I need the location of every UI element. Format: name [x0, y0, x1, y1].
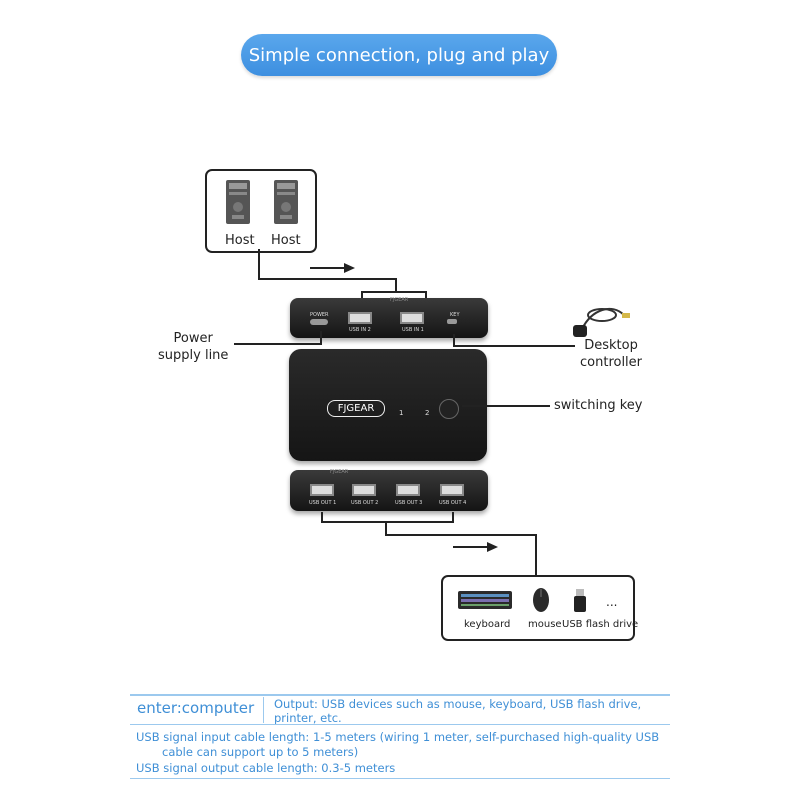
- usb-c-power-port[interactable]: [310, 319, 328, 325]
- keyboard-icon: [458, 591, 512, 609]
- peripherals-box: keyboard mouse USB flash drive ...: [441, 575, 639, 641]
- connector-line: [453, 334, 455, 346]
- usb-out-1-port[interactable]: [310, 484, 334, 496]
- connector-line: [385, 534, 536, 536]
- led-2-label: 2: [425, 409, 430, 417]
- connector-line: [320, 331, 322, 344]
- computer-tower-icon: [274, 180, 298, 224]
- connector-line: [321, 512, 323, 522]
- brand-logo: FJGEAR: [327, 400, 385, 417]
- port-label-out2: USB OUT 2: [351, 500, 379, 506]
- footer-rule-bottom: [130, 778, 670, 779]
- power-supply-label: Power supply line: [158, 331, 229, 363]
- footer-output-text: Output: USB devices such as mouse, keybo…: [274, 697, 642, 725]
- kvm-switch-body: FJGEAR 1 2: [289, 349, 487, 461]
- usb-out-4-port[interactable]: [440, 484, 464, 496]
- peripheral-label-more: ...: [606, 595, 618, 609]
- port-label-out1: USB OUT 1: [309, 500, 337, 506]
- connector-line: [258, 278, 396, 280]
- host-label: Host: [271, 233, 301, 248]
- brand-text: FJGEAR: [337, 403, 375, 414]
- back-strip-text: FJGEAR: [330, 469, 349, 475]
- usb-in-2-port[interactable]: [348, 312, 372, 324]
- peripheral-label-mouse: mouse: [528, 619, 562, 630]
- mouse-icon: [533, 588, 549, 612]
- switching-key-button[interactable]: [439, 399, 459, 419]
- desktop-controller-label: Desktop controller: [580, 338, 643, 370]
- connector-line: [462, 405, 550, 407]
- port-label-key: KEY: [450, 312, 460, 318]
- connector-line: [234, 343, 322, 345]
- connector-line: [453, 345, 575, 347]
- footer-input-length-line1: USB signal input cable length: 1-5 meter…: [136, 730, 660, 744]
- usb-flash-drive-icon: [574, 589, 586, 612]
- footer-rule-mid: [130, 724, 670, 725]
- back-strip-text: FJGEAR: [390, 297, 409, 303]
- connector-line: [361, 291, 426, 293]
- desktop-controller-icon: [573, 307, 630, 337]
- connector-line: [395, 278, 397, 292]
- connector-line: [535, 534, 537, 576]
- switch-front-panel: FJGEAR USB OUT 1 USB OUT 2 USB OUT 3 USB…: [290, 469, 488, 511]
- footer-divider: [263, 697, 264, 723]
- switching-key-label: switching key: [554, 398, 643, 413]
- port-label-out3: USB OUT 3: [395, 500, 423, 506]
- peripheral-label-flash-drive: USB flash drive: [562, 619, 639, 630]
- footer-rule-top: [130, 694, 670, 696]
- computer-tower-icon: [226, 180, 250, 224]
- arrow-right-icon: [453, 542, 498, 552]
- host-box: Host Host: [205, 169, 317, 253]
- footer-output-length: USB signal output cable length: 0.3-5 me…: [136, 761, 396, 775]
- footer-left-title: enter:computer: [137, 699, 255, 717]
- connector-line: [321, 521, 454, 523]
- banner-text: Simple connection, plug and play: [248, 44, 550, 66]
- key-port[interactable]: [447, 319, 457, 324]
- title-banner: Simple connection, plug and play: [241, 34, 557, 76]
- led-1-label: 1: [399, 409, 404, 417]
- port-label-out4: USB OUT 4: [439, 500, 467, 506]
- switch-back-panel: FJGEAR POWER USB IN 2 USB IN 1 KEY: [290, 297, 488, 338]
- peripheral-label-keyboard: keyboard: [464, 619, 511, 630]
- arrow-right-icon: [310, 263, 355, 273]
- usb-in-1-port[interactable]: [400, 312, 424, 324]
- port-label-power: POWER: [310, 312, 329, 318]
- port-label-in1: USB IN 1: [402, 327, 424, 333]
- footer-input-length-line2: cable can support up to 5 meters): [162, 745, 359, 759]
- host-label: Host: [225, 233, 255, 248]
- usb-out-3-port[interactable]: [396, 484, 420, 496]
- connector-line: [452, 512, 454, 522]
- port-label-in2: USB IN 2: [349, 327, 371, 333]
- connector-line: [258, 249, 260, 279]
- usb-out-2-port[interactable]: [352, 484, 376, 496]
- connector-line: [385, 521, 387, 535]
